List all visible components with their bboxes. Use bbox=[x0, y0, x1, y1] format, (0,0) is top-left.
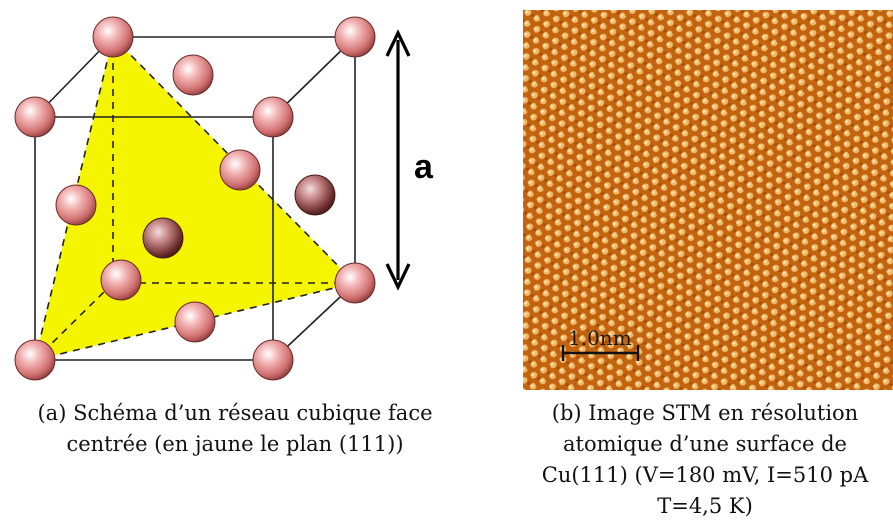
atom bbox=[334, 262, 376, 304]
plane-edge-2 bbox=[34, 36, 114, 361]
atom bbox=[252, 96, 294, 138]
caption-line: centrée (en jaune le plan (111)) bbox=[66, 432, 404, 456]
atom bbox=[219, 149, 261, 191]
atom bbox=[294, 174, 336, 216]
scale-bar bbox=[561, 345, 640, 361]
caption-line: (b) Image STM en résolution bbox=[551, 401, 859, 425]
atom bbox=[14, 96, 56, 138]
atom bbox=[55, 184, 97, 226]
stm-image: 1.0nm bbox=[523, 10, 893, 390]
caption-line: T=4,5 K) bbox=[657, 494, 753, 518]
atoms bbox=[14, 16, 376, 381]
caption-line: Cu(111) (V=180 mV, I=510 pA bbox=[541, 463, 869, 487]
atom bbox=[172, 54, 214, 96]
atom bbox=[252, 339, 294, 381]
caption-line: atomique d’une surface de bbox=[563, 432, 847, 456]
fcc-unit-cell-diagram: a bbox=[14, 16, 434, 381]
figure-a-caption: (a) Schéma d’un réseau cubique face cent… bbox=[0, 398, 470, 460]
lattice-constant-label: a bbox=[414, 148, 434, 186]
stm-surface bbox=[523, 10, 893, 390]
atom bbox=[174, 301, 216, 343]
lattice-constant-arrow bbox=[385, 29, 411, 291]
atom bbox=[92, 16, 134, 58]
atom bbox=[334, 16, 376, 58]
scale-bar-label: 1.0nm bbox=[568, 326, 632, 350]
caption-line: (a) Schéma d’un réseau cubique face bbox=[37, 401, 433, 425]
atom bbox=[100, 259, 142, 301]
atom bbox=[142, 217, 184, 259]
figure-b-caption: (b) Image STM en résolution atomique d’u… bbox=[500, 398, 893, 522]
plane-edge-3 bbox=[34, 282, 356, 361]
atom bbox=[14, 339, 56, 381]
